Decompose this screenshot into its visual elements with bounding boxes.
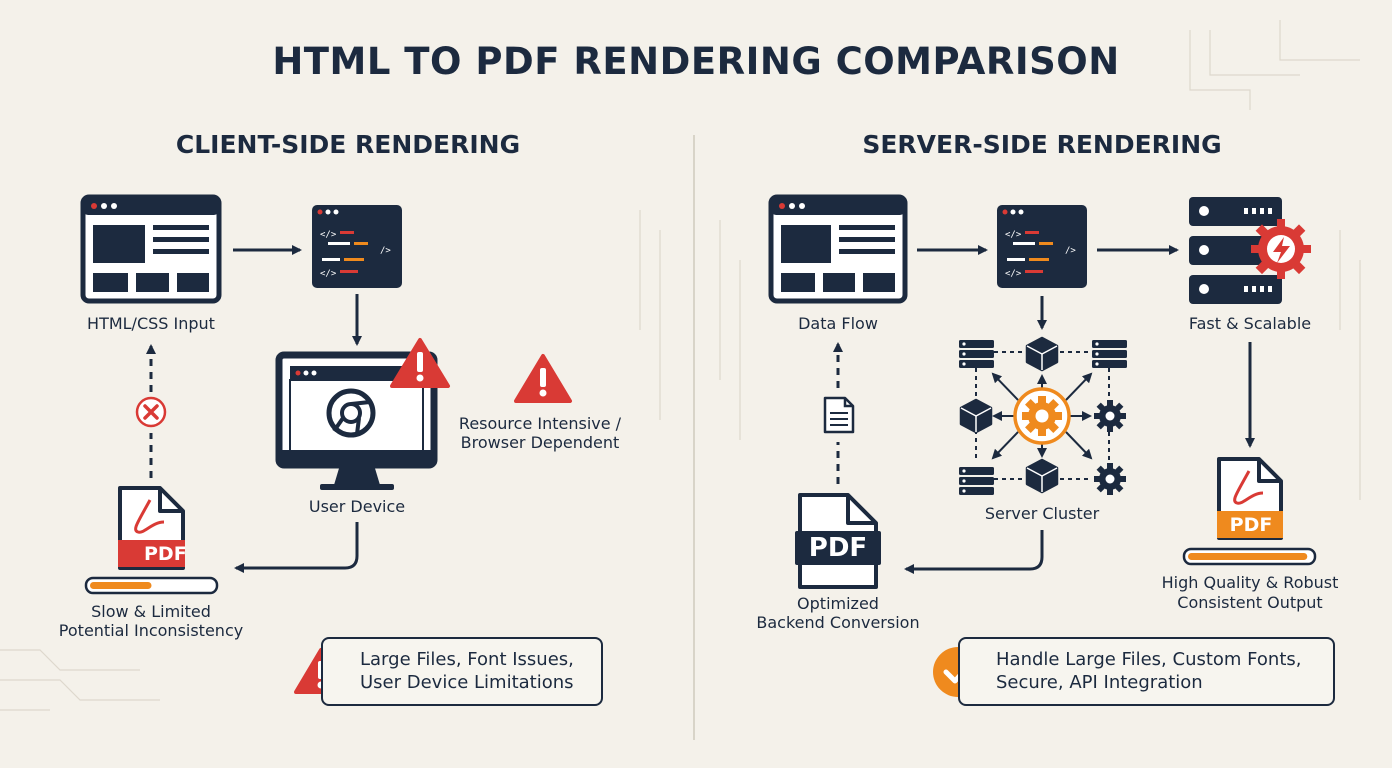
svg-text:</>: </> [320, 230, 337, 240]
svg-text:</>: </> [1005, 230, 1022, 240]
lightning-gear-icon [1251, 219, 1311, 279]
browser-window-icon [80, 194, 222, 304]
resource-intensive-label: Resource Intensive / [458, 414, 622, 433]
svg-text:</>: </> [1005, 269, 1022, 279]
server-cluster-icon [959, 336, 1127, 495]
html-css-input-label: HTML/CSS Input [87, 314, 215, 333]
browser-dependent-label: Browser Dependent [460, 433, 620, 452]
server-cluster-label: Server Cluster [984, 504, 1100, 523]
warning-icon [514, 354, 572, 403]
error-icon [135, 396, 167, 428]
pdf-file-icon [1217, 457, 1283, 540]
pdf-badge-text: PDF [144, 543, 187, 565]
high-quality-label: High Quality & Robust [1161, 573, 1339, 592]
potential-inconsistency-label: Potential Inconsistency [58, 621, 244, 640]
client-callout-line-1: Large Files, Font Issues, [360, 649, 574, 670]
svg-text:/>: /> [380, 246, 391, 256]
page-title: HTML TO PDF RENDERING COMPARISON [272, 40, 1120, 83]
server-callout-line-1: Handle Large Files, Custom Fonts, [996, 649, 1302, 670]
consistent-output-label: Consistent Output [1177, 593, 1323, 612]
progress-fill [1188, 553, 1308, 560]
document-icon [823, 396, 855, 434]
client-limitations-callout [321, 637, 603, 706]
pdf-file-icon [118, 486, 185, 570]
progress-fill [90, 582, 152, 589]
data-flow-label: Data Flow [798, 314, 878, 333]
client-side-heading: CLIENT-SIDE RENDERING [175, 130, 521, 159]
server-callout-line-2: Secure, API Integration [996, 672, 1203, 693]
svg-text:</>: </> [320, 269, 337, 279]
fast-scalable-label: Fast & Scalable [1188, 314, 1312, 333]
code-window-icon: </> /> </> [997, 205, 1087, 288]
client-callout-line-2: User Device Limitations [360, 672, 574, 693]
server-benefits-callout [958, 637, 1335, 706]
user-device-label: User Device [308, 497, 406, 516]
optimized-label: Optimized [797, 594, 879, 613]
backend-conversion-label: Backend Conversion [756, 613, 920, 632]
slow-limited-label: Slow & Limited [91, 602, 211, 621]
server-rack-icon [1189, 197, 1282, 304]
code-window-icon: </> /> </> [312, 205, 402, 288]
server-side-heading: SERVER-SIDE RENDERING [862, 130, 1222, 159]
browser-window-icon [768, 194, 908, 304]
pdf-file-icon [795, 493, 881, 589]
pdf-badge-text: PDF [808, 533, 868, 563]
pdf-badge-text: PDF [1229, 514, 1273, 536]
circuit-decoration [0, 20, 1361, 711]
browser-logo-icon [326, 388, 376, 438]
warning-icon [390, 338, 450, 388]
svg-text:/>: /> [1065, 246, 1076, 256]
